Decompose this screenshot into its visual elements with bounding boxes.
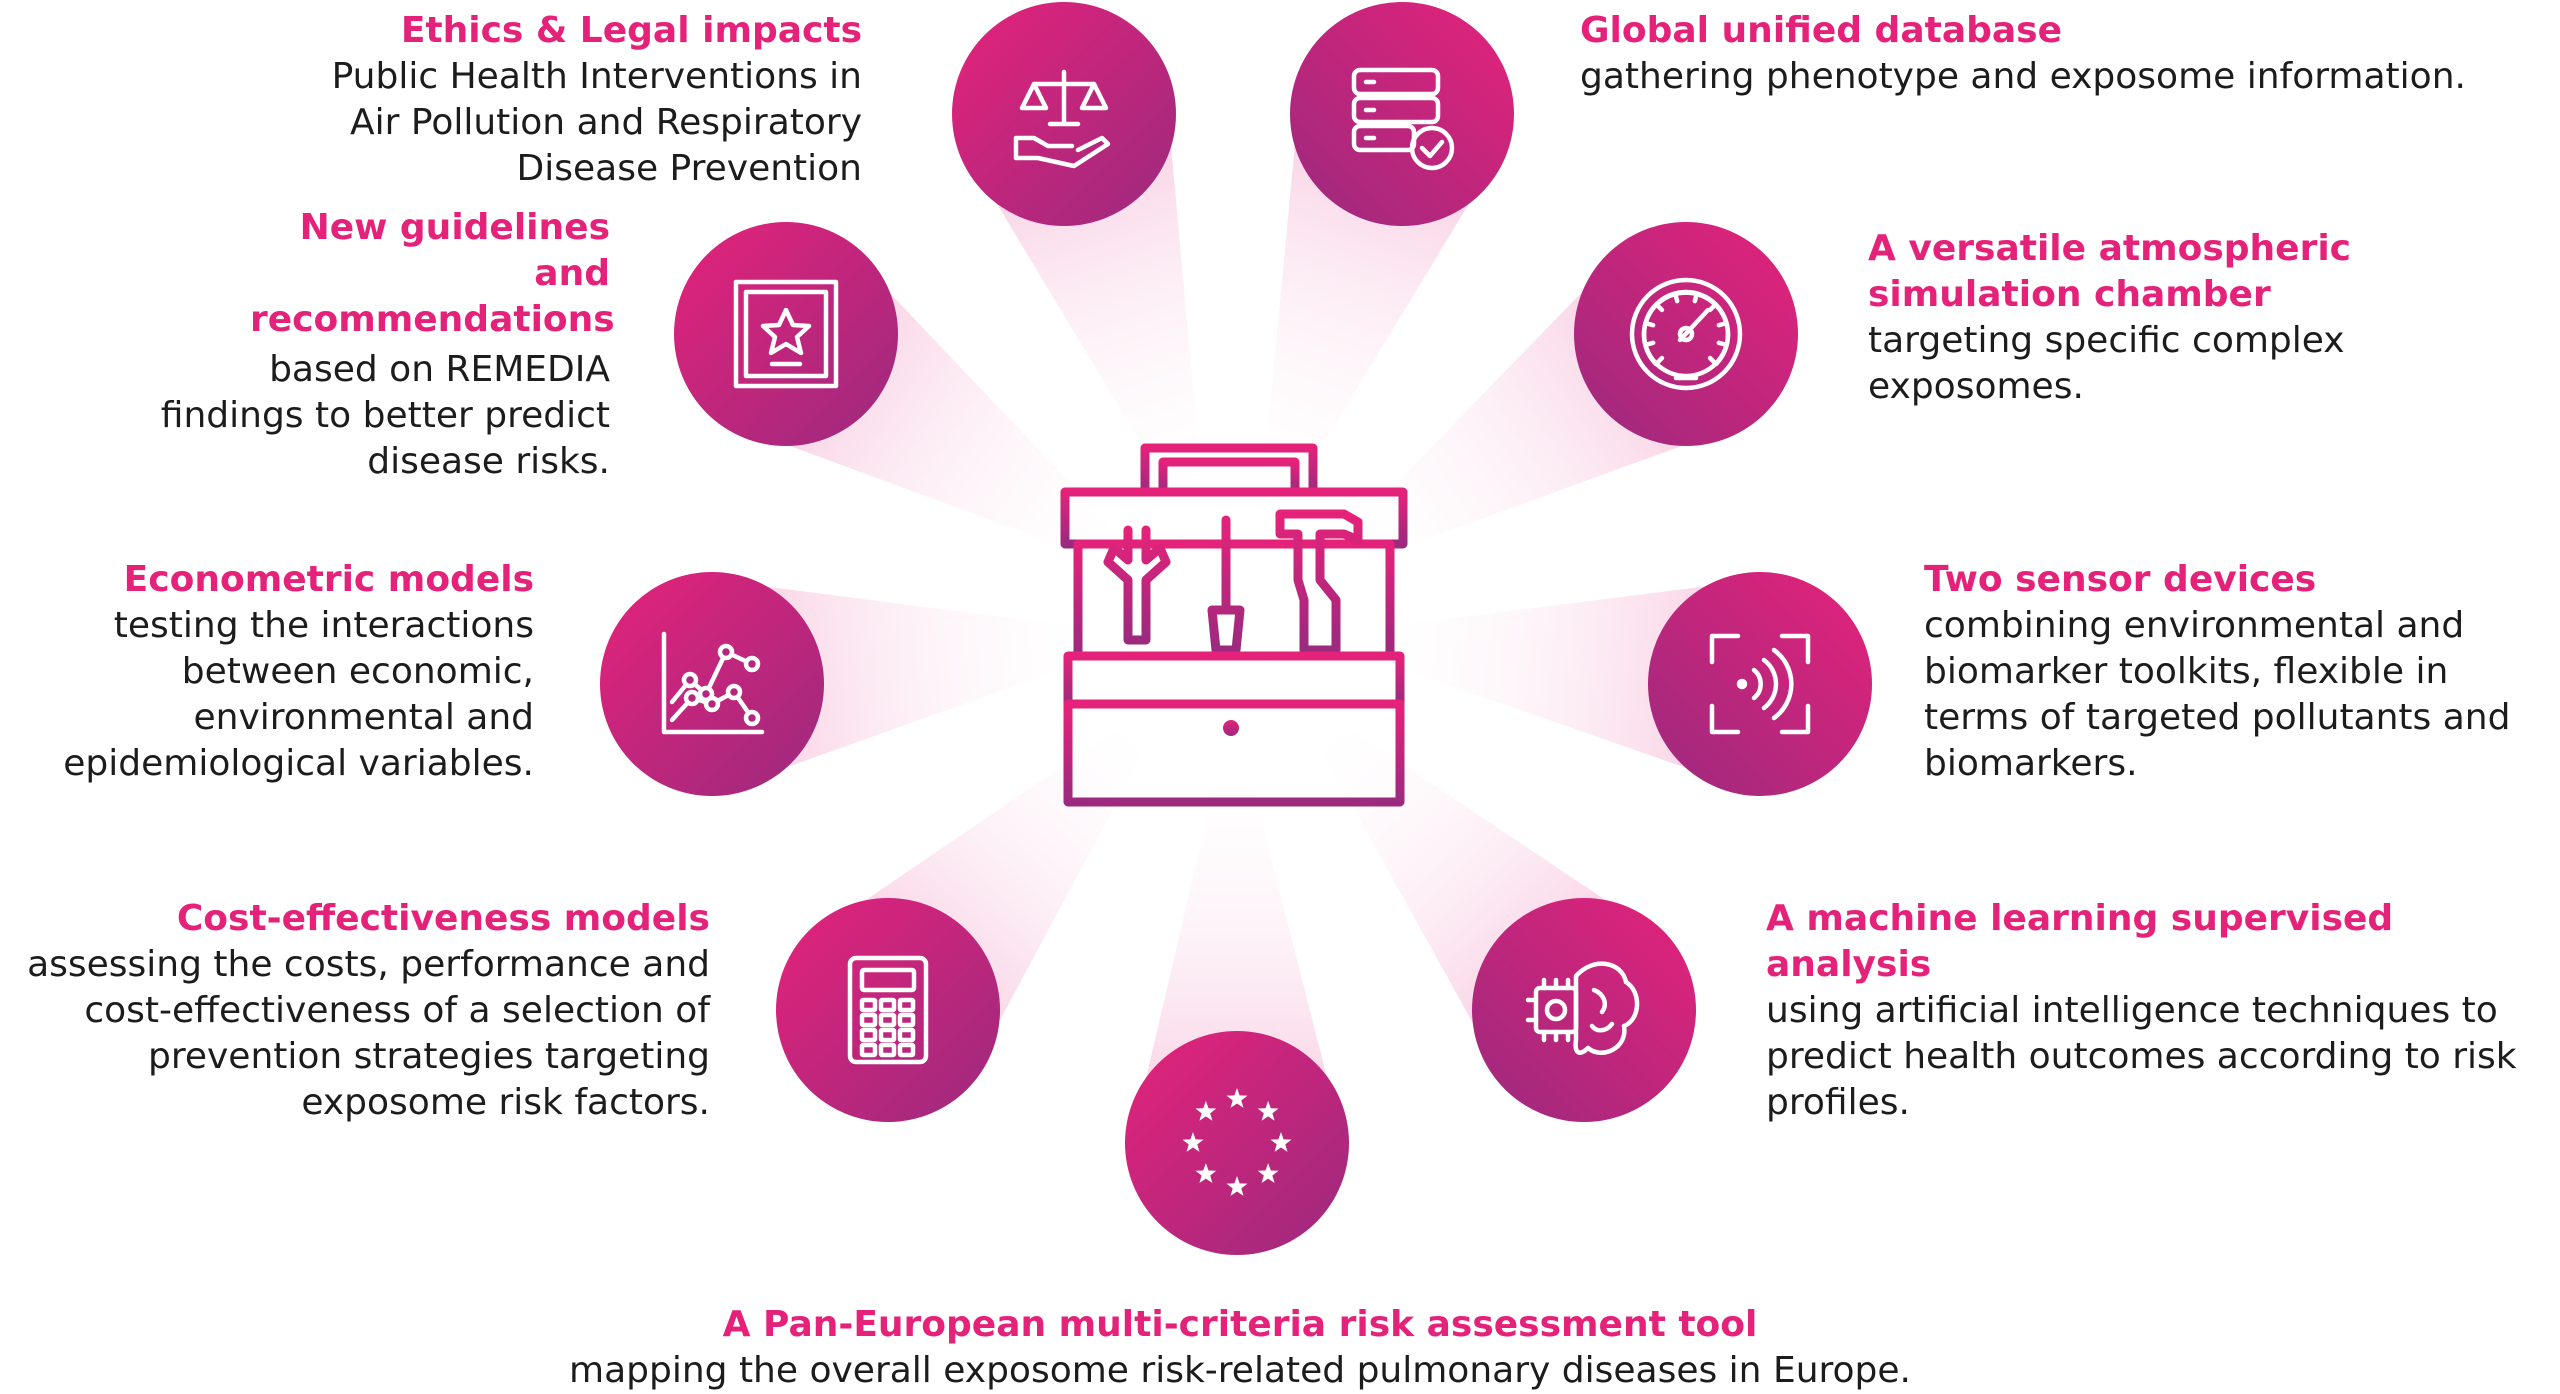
node-circle-paneuro: [1125, 1031, 1349, 1255]
certificate-star-icon: [733, 279, 839, 389]
node-circle-econometric: [600, 572, 824, 796]
node-label-paneuro: A Pan-European multi-criteria risk asses…: [480, 1302, 2000, 1394]
node-label-chamber: A versatile atmospheric simulation chamb…: [1868, 226, 2558, 410]
node-circle-sensor: [1648, 572, 1872, 796]
node-title: Cost-effectiveness models: [176, 898, 710, 939]
node-circle-ethics: [952, 2, 1176, 226]
node-label-cost: Cost-effectiveness models assessing the …: [0, 896, 710, 1126]
node-label-econometric: Econometric models testing the interacti…: [0, 557, 534, 787]
node-desc: combining environmental and biomarker to…: [1924, 605, 2511, 784]
server-check-icon: [1351, 67, 1455, 171]
eu-stars-icon: [1182, 1088, 1292, 1196]
node-label-ml: A machine learning supervised analysis u…: [1766, 896, 2560, 1126]
node-label-sensor: Two sensor devices combining environment…: [1924, 557, 2554, 787]
node-circle-guidelines: [674, 222, 898, 446]
node-title: Global unified database: [1580, 10, 2063, 51]
node-desc: gathering phenotype and exposome informa…: [1580, 56, 2466, 97]
gauge-icon: [1629, 277, 1743, 391]
node-title: A versatile atmospheric simulation chamb…: [1868, 228, 2352, 315]
node-desc: using artificial intelligence techniques…: [1766, 990, 2517, 1123]
scales-hand-icon: [1013, 69, 1111, 169]
node-desc: mapping the overall exposome risk-relate…: [569, 1350, 1911, 1391]
node-title: A Pan-European multi-criteria risk asses…: [722, 1304, 1758, 1345]
node-label-ethics: Ethics & Legal impacts Public Health Int…: [2, 8, 862, 192]
node-circle-ml: [1472, 898, 1696, 1122]
chip-brain-icon: [1525, 961, 1640, 1055]
toolbox-icon: [1060, 443, 1408, 807]
node-desc: based on REMEDIA findings to better pred…: [160, 349, 610, 482]
node-title: Two sensor devices: [1924, 559, 2317, 600]
node-desc: targeting specific complex exposomes.: [1868, 320, 2345, 407]
node-title: A machine learning supervised analysis: [1766, 898, 2394, 985]
node-title: Econometric models: [123, 559, 534, 600]
node-circle-chamber: [1574, 222, 1798, 446]
node-circle-cost: [776, 898, 1000, 1122]
node-title: Ethics & Legal impacts: [400, 10, 862, 51]
calculator-icon: [847, 955, 929, 1065]
node-desc: testing the interactions between economi…: [63, 605, 534, 784]
node-circles: [600, 2, 1872, 1255]
line-chart-icon: [661, 631, 765, 735]
sensor-scan-icon: [1709, 633, 1811, 735]
node-label-database: Global unified database gathering phenot…: [1580, 8, 2560, 100]
node-desc: Public Health Interventions in Air Pollu…: [331, 56, 862, 189]
node-title: New guidelines and recommendations: [250, 207, 615, 340]
node-desc: assessing the costs, performance and cos…: [27, 944, 710, 1123]
node-circle-database: [1290, 2, 1514, 226]
node-label-guidelines: New guidelines and recommendations based…: [10, 205, 615, 485]
